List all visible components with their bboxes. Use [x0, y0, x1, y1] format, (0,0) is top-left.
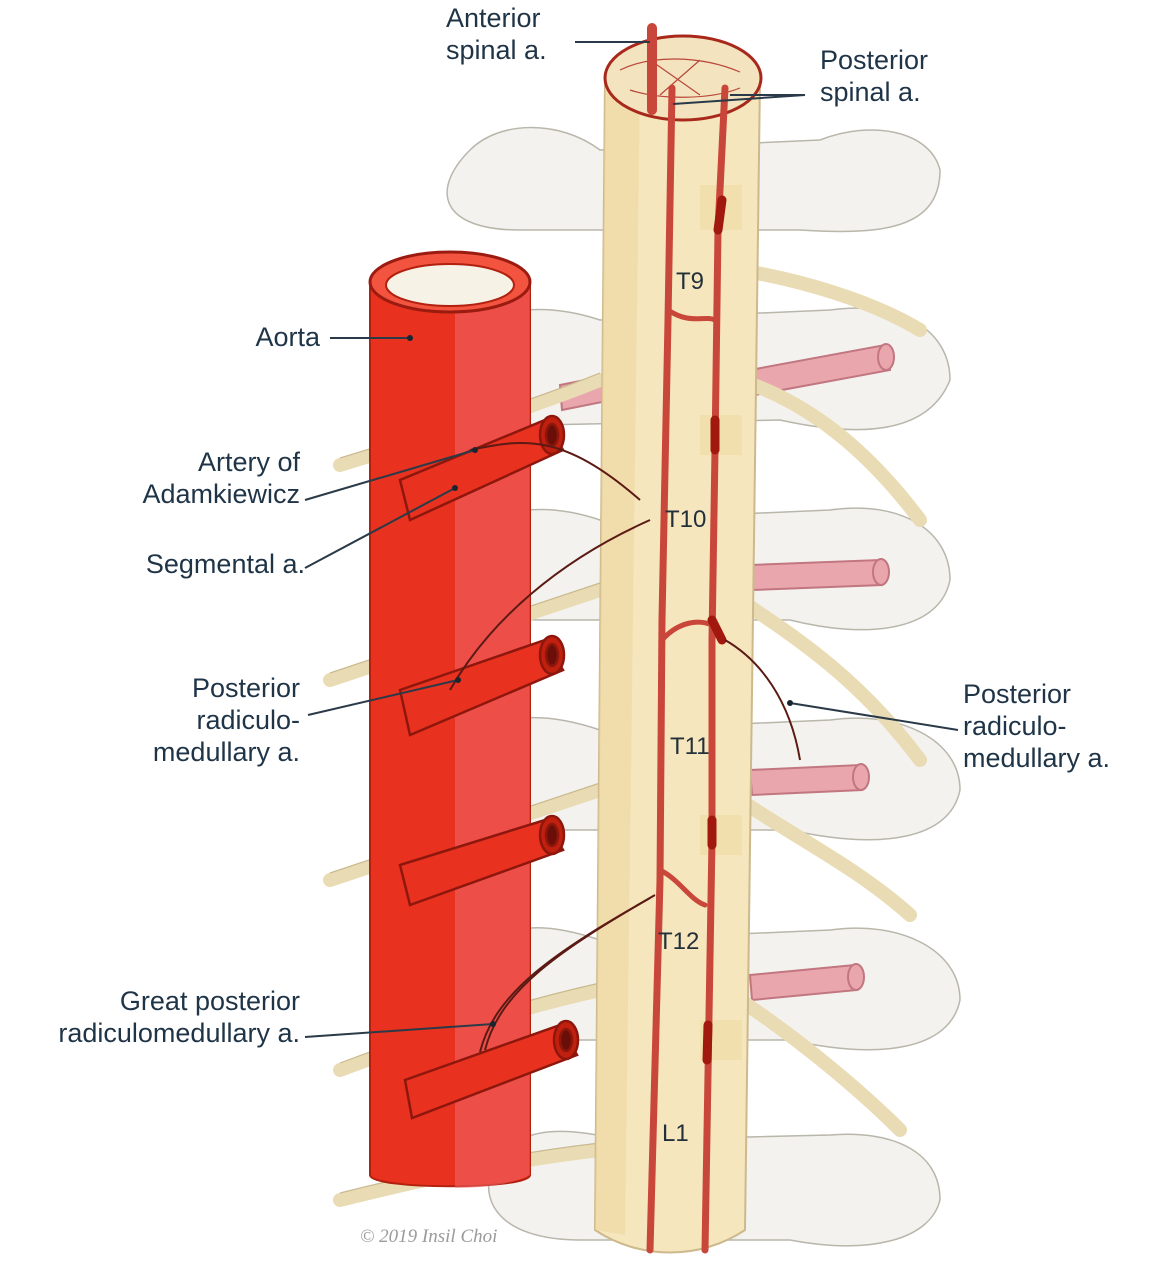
- label-posterior-radiculomedullary-right: Posterior radiculo- medullary a.: [963, 678, 1110, 774]
- label-anterior-spinal-line2: spinal a.: [446, 35, 547, 65]
- label-great-post-radic-line1: Great posterior: [119, 986, 300, 1016]
- label-post-radic-right-line3: medullary a.: [963, 743, 1111, 773]
- label-posterior-radiculomedullary-left: Posterior radiculo- medullary a.: [60, 672, 300, 768]
- label-post-radic-left-line1: Posterior: [191, 673, 300, 703]
- copyright-notice: © 2019 Insil Choi: [360, 1226, 498, 1247]
- spinal-arteries: [646, 23, 729, 1254]
- label-anterior-spinal-artery: Anterior spinal a.: [446, 2, 547, 66]
- level-label-t9: T9: [676, 268, 705, 295]
- label-segmental-artery: Segmental a.: [145, 549, 305, 579]
- level-label-t10: T10: [665, 506, 707, 533]
- label-adamkiewicz-line2: Adamkiewicz: [142, 479, 300, 509]
- level-label-l1: L1: [662, 1120, 689, 1147]
- radiculomedullary-arteries: [449, 441, 801, 1053]
- label-aorta: Aorta: [255, 322, 320, 352]
- leader-dots: [407, 335, 793, 1027]
- label-post-radic-left-line2: radiculo-: [196, 705, 300, 735]
- spinal-cord: [593, 34, 763, 1254]
- label-great-post-radic-line2: radiculomedullary a.: [58, 1018, 300, 1048]
- posterior-spinal-left: [646, 84, 676, 1254]
- label-post-radic-right-line1: Posterior: [963, 679, 1072, 709]
- label-posterior-spinal-line2: spinal a.: [820, 77, 921, 107]
- label-posterior-spinal-line1: Posterior: [820, 45, 929, 75]
- label-great-posterior-radiculomedullary: Great posterior radiculomedullary a.: [0, 985, 300, 1049]
- level-label-t12: T12: [658, 928, 700, 955]
- label-posterior-spinal-artery: Posterior spinal a.: [820, 44, 928, 108]
- label-post-radic-right-line2: radiculo-: [963, 711, 1067, 741]
- label-artery-of-adamkiewicz: Artery of Adamkiewicz: [60, 446, 300, 510]
- level-label-t11: T11: [670, 733, 710, 760]
- label-post-radic-left-line3: medullary a.: [152, 737, 300, 767]
- label-adamkiewicz-line1: Artery of: [197, 447, 300, 477]
- label-anterior-spinal-line1: Anterior: [446, 3, 541, 33]
- leader-lines: [304, 41, 959, 1038]
